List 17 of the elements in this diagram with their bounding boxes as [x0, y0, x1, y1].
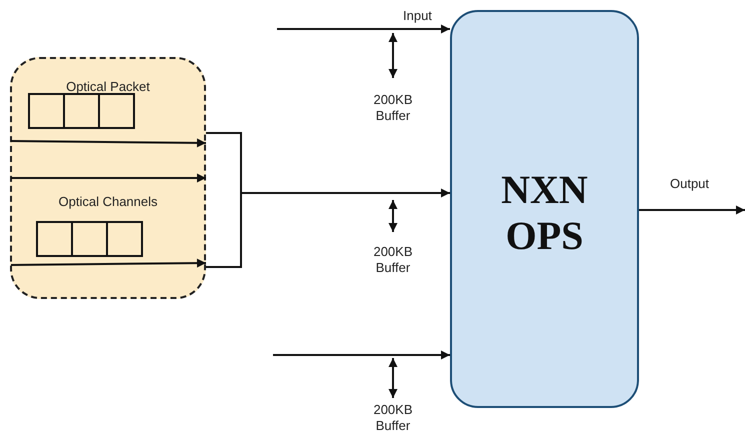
group-title: Optical Packet: [65, 79, 151, 94]
buffer-label: 200KB Buffer: [372, 92, 414, 124]
channel-group: [10, 57, 206, 299]
edge-label: Input: [401, 8, 434, 23]
arrow: [273, 350, 450, 360]
edge-label: Output: [668, 176, 712, 191]
arrow: [11, 258, 206, 268]
arrow: [11, 138, 206, 148]
arrow: [639, 206, 745, 214]
buffer-label: 200KB Buffer: [372, 402, 414, 434]
buffer-label: 200KB Buffer: [372, 244, 414, 276]
group-title: Optical Channels: [58, 194, 158, 209]
arrow: [277, 24, 450, 34]
arrow: [205, 132, 451, 268]
switch-box: [450, 10, 639, 408]
arrow: [11, 174, 206, 182]
node-label: NXN OPS: [500, 167, 589, 259]
